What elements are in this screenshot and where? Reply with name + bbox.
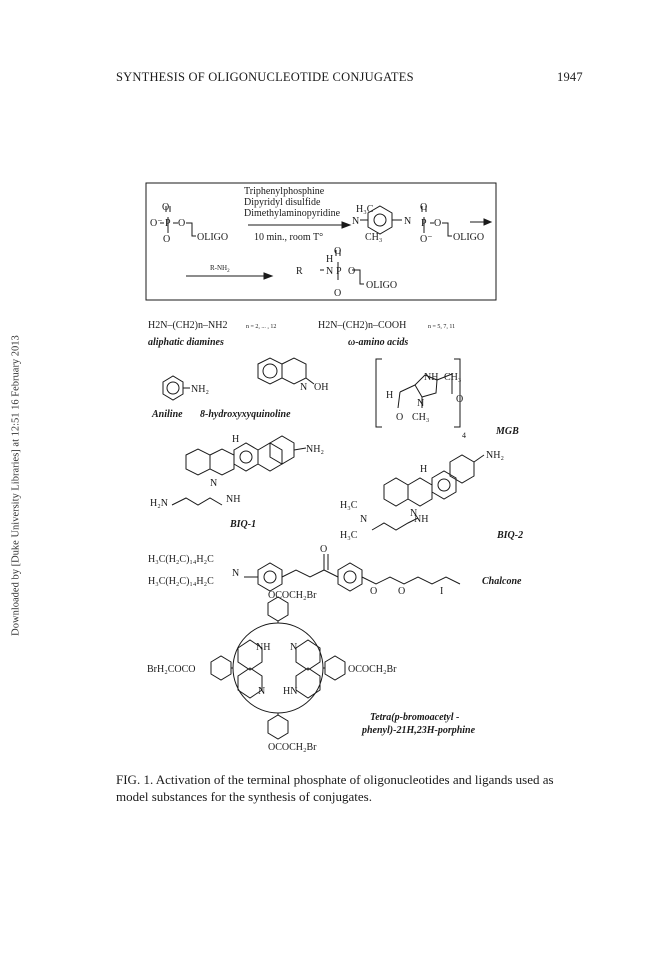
oligo-label: OLIGO (197, 232, 228, 243)
diamine-formula: H2N–(CH2)n–NH2 (148, 320, 227, 331)
mgb-o: O (456, 394, 463, 405)
atom-n: N (404, 216, 411, 227)
atom-p: P (165, 218, 171, 229)
conditions: 10 min., room T° (254, 232, 323, 243)
atom-o: O (163, 234, 170, 245)
mgb-ch3: CH₃ (412, 412, 429, 423)
diamine-label: aliphatic diamines (148, 337, 224, 348)
atom-o: O (434, 218, 441, 229)
amine-reagent: R-NH2 (210, 264, 230, 274)
mgb-nh: NH (424, 372, 438, 383)
chalcone-n: N (232, 568, 239, 579)
hq-n: N (300, 382, 307, 393)
hq-oh: OH (314, 382, 328, 393)
biq2-n: N (410, 508, 417, 519)
atom-o: O (334, 288, 341, 299)
por-nh: NH (256, 642, 270, 653)
amino-acid-range: n = 5, 7, 11 (428, 324, 455, 330)
biq1-h2n: H₂N (150, 498, 168, 509)
chalcone-i: I (440, 586, 443, 597)
biq1-h: H (232, 434, 239, 445)
diamine-range: n = 2, ... , 12 (246, 324, 276, 330)
atom-p: P (421, 218, 427, 229)
por-left-group: BrH₂COCO (147, 664, 196, 675)
biq1-label: BIQ-1 (229, 519, 256, 530)
hydroxyquinoline-label: 8-hydroxyxyquinoline (200, 409, 291, 420)
biq2-label: BIQ-2 (496, 530, 523, 541)
chalcone-o: O (320, 544, 327, 555)
mgb-ch3: CH₃ (444, 372, 461, 383)
chalcone-chain1: H₃C(H₂C)₁₄H₂C (148, 554, 214, 565)
reagent-3: Dimethylaminopyridine (244, 208, 341, 219)
methyl-label: CH₃ (365, 232, 382, 243)
por-n: N (290, 642, 297, 653)
reagent-2: Dipyridyl disulfide (244, 197, 321, 208)
atom-n: N (326, 266, 333, 277)
oligo-label: OLIGO (453, 232, 484, 243)
chalcone-o: O (370, 586, 377, 597)
biq1-n: N (210, 478, 217, 489)
methyl-label: H₃C (356, 204, 374, 215)
mgb-o: O (396, 412, 403, 423)
atom-o: O (162, 202, 169, 213)
por-top-group: OCOCH₂Br (268, 590, 317, 601)
aniline-label: Aniline (151, 409, 183, 420)
biq2-nh: NH (414, 514, 428, 525)
reagent-1: Triphenylphosphine (244, 186, 325, 197)
atom-n: N (352, 216, 359, 227)
biq2-h3c: H₃C (340, 500, 358, 511)
atom-o: O (348, 266, 355, 277)
biq2-nh2: NH₂ (486, 450, 504, 461)
atom-o: O (178, 218, 185, 229)
atom-p: P (336, 266, 342, 277)
atom-h: H (326, 254, 333, 265)
biq1-nh2: NH₂ (306, 444, 324, 455)
running-header: SYNTHESIS OF OLIGONUCLEOTIDE CONJUGATES (116, 70, 414, 84)
por-n: N (258, 686, 265, 697)
mgb-label: MGB (495, 426, 519, 437)
product-r: R (296, 266, 303, 277)
por-bottom-group: OCOCH₂Br (268, 742, 317, 753)
amino-acid-formula: H2N–(CH2)n–COOH (318, 320, 406, 331)
porphyrin-label-2: phenyl)-21H,23H-porphine (361, 725, 476, 736)
amino-acid-label: ω-amino acids (348, 337, 408, 348)
mgb-n: N (417, 398, 424, 409)
atom-o-minus: O⁻ (420, 234, 433, 245)
mgb-h: H (386, 390, 393, 401)
atom-o: O (420, 202, 427, 213)
reaction-box (145, 182, 497, 301)
biq2-h: H (420, 464, 427, 475)
page-number: 1947 (557, 70, 583, 84)
chalcone-o: O (398, 586, 405, 597)
biq1-nh: NH (226, 494, 240, 505)
mgb-repeat: 4 (462, 431, 466, 440)
oligo-label: OLIGO (366, 280, 397, 291)
biq2-h3c: H₃C (340, 530, 358, 541)
biq2-n: N (360, 514, 367, 525)
chalcone-label: Chalcone (482, 576, 522, 587)
chalcone-chain2: H₃C(H₂C)₁₄H₂C (148, 576, 214, 587)
atom-o-minus: O⁻ (150, 218, 163, 229)
figure-caption: FIG. 1. Activation of the terminal phosp… (116, 772, 554, 804)
porphyrin-label-1: Tetra(p-bromoacetyl - (370, 712, 459, 723)
por-hn: HN (283, 686, 297, 697)
atom-o: O (334, 246, 341, 257)
aniline-nh2: NH₂ (191, 384, 209, 395)
por-right-group: OCOCH₂Br (348, 664, 397, 675)
